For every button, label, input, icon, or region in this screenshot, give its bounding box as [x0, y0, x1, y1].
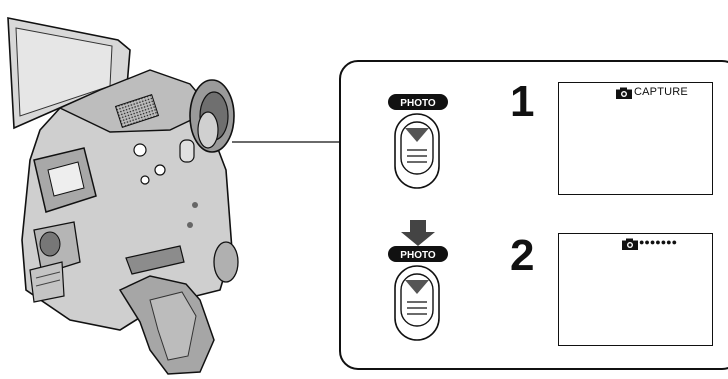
progress-dots: ●●●●●●●	[639, 237, 677, 247]
photo-button-step-1: PHOTO	[385, 92, 455, 192]
step-number-1: 1	[510, 80, 534, 124]
lcd-screen-2: ●●●●●●●	[558, 233, 713, 346]
lcd-screen-1: CAPTURE	[558, 82, 713, 195]
photo-button-step-2: PHOTO	[385, 218, 455, 348]
down-arrow-icon	[401, 220, 435, 246]
camcorder-illustration	[0, 0, 345, 379]
camera-icon	[621, 238, 639, 251]
photo-button-label: PHOTO	[400, 250, 436, 261]
camera-icon	[615, 87, 633, 100]
photo-button-label: PHOTO	[400, 98, 436, 109]
capture-text: CAPTURE	[634, 86, 688, 98]
step-number-2: 2	[510, 234, 534, 278]
